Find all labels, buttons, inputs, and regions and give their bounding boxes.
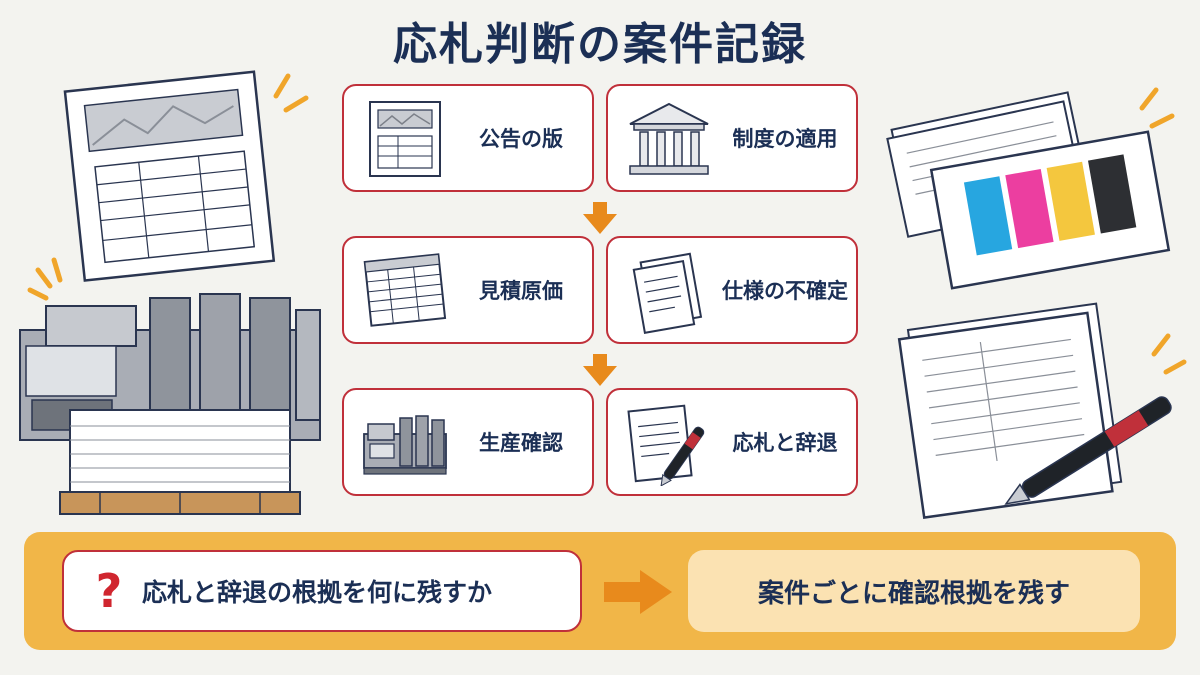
step-card-cost-estimate: 見積原価	[342, 236, 594, 344]
signing-illustration	[897, 302, 1187, 520]
step-label: 制度の適用	[732, 127, 838, 151]
spec-documents-icon	[632, 252, 703, 334]
step-card-production-check: 生産確認	[342, 388, 594, 496]
document-pen-icon	[627, 404, 705, 486]
answer-box: 案件ごとに確認根拠を残す	[688, 550, 1140, 632]
question-box: ? 応札と辞退の根拠を何に残すか	[62, 550, 582, 632]
step-label: 仕様の不確定	[722, 279, 848, 303]
step-label: 見積原価	[479, 279, 563, 303]
step-card-notice-version: 公告の版	[342, 84, 594, 192]
step-label: 生産確認	[479, 431, 563, 455]
institution-building-icon	[629, 102, 709, 175]
flow-arrow-down-icon	[583, 202, 617, 234]
printing-press-illustration	[19, 257, 321, 515]
page-title: 応札判断の案件記録	[393, 19, 807, 70]
notice-document-icon	[369, 101, 441, 177]
step-label: 応札と辞退	[732, 431, 838, 455]
question-mark-icon: ?	[95, 564, 123, 618]
arrow-right-icon	[604, 570, 672, 614]
printing-press-icon	[363, 415, 447, 475]
color-proof-illustration	[886, 87, 1175, 290]
step-card-spec-uncertainty: 仕様の不確定	[606, 236, 858, 344]
step-card-bid-or-decline: 応札と辞退	[606, 388, 858, 496]
estimate-spreadsheet-icon	[363, 253, 447, 327]
step-card-system-application: 制度の適用	[606, 84, 858, 192]
notice-poster-illustration	[63, 70, 309, 282]
step-label: 公告の版	[479, 127, 563, 151]
question-text: 応札と辞退の根拠を何に残すか	[142, 578, 493, 607]
flow-arrow-down-icon	[583, 354, 617, 386]
